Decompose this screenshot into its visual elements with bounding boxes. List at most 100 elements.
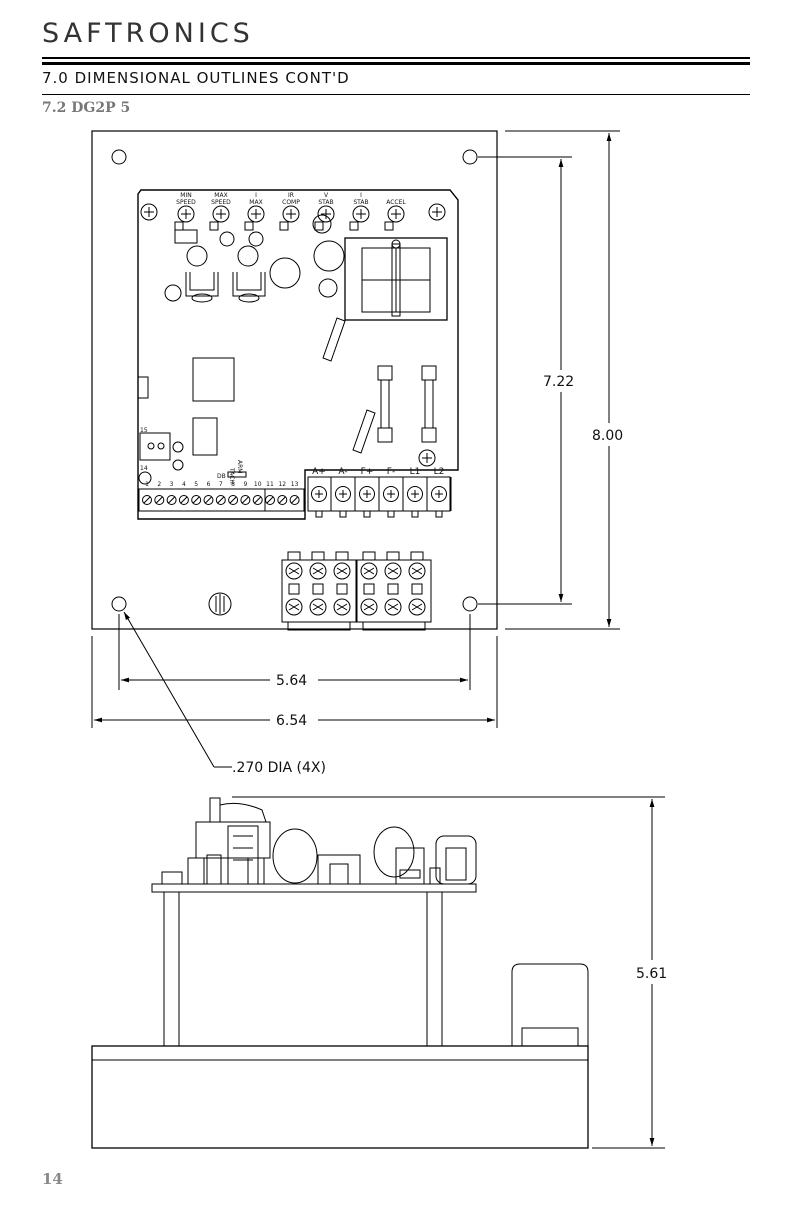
pcb-screw-left (141, 204, 157, 220)
side-relay-housing (512, 964, 588, 1046)
pot-label-bottom-6: ACCEL (386, 199, 406, 206)
side-comp-5 (318, 855, 360, 884)
fuse-right (422, 366, 436, 442)
component-circle-7 (165, 285, 181, 301)
small-terminal-label-5: 5 (194, 481, 198, 488)
pot-label-bottom-4: STAB (318, 199, 333, 206)
dimension-lines-side (232, 797, 665, 1148)
pot-label-top-5: I (360, 192, 362, 199)
pot-label-bottom-5: STAB (353, 199, 368, 206)
small-terminal-label-2: 2 (157, 481, 161, 488)
jumper-label-14: 14 (140, 465, 148, 472)
power-terminal-label-4: L1 (410, 467, 421, 477)
small-terminal-label-3: 3 (170, 481, 174, 488)
dimension-7-22: 7.22 (543, 374, 574, 390)
component-circle-4 (238, 246, 258, 266)
small-terminal-label-12: 12 (278, 481, 286, 488)
pot-label-bottom-2: MAX (249, 199, 262, 206)
regulator-clip-2-base (239, 294, 259, 302)
potentiometer-row (175, 206, 404, 230)
page-number: 14 (42, 1170, 63, 1188)
ic-square (193, 358, 234, 401)
hole-diameter-note: .270 DIA (4X) (232, 760, 326, 776)
side-pot (210, 798, 220, 822)
pot-label-bottom-3: COMP (282, 199, 300, 206)
component-rect-2 (193, 418, 217, 455)
bottom-terminal-blocks (282, 552, 431, 630)
pcb-screw-right (429, 204, 445, 220)
power-terminal-label-1: A- (338, 467, 347, 477)
regulator-clip-2 (233, 272, 265, 296)
mount-hole-top-right (463, 150, 477, 164)
dimension-5-64: 5.64 (276, 673, 307, 689)
small-terminal-label-9: 9 (243, 481, 247, 488)
standoff-left (164, 892, 179, 1046)
jumper-block (140, 433, 170, 460)
dimension-lines-top (92, 131, 620, 767)
side-pot-wire (220, 803, 266, 822)
side-fuse-clip (436, 836, 476, 884)
power-terminal-label-0: A+ (312, 467, 326, 477)
side-comp-1 (162, 872, 182, 884)
side-comp-4 (248, 858, 264, 884)
fuse-left (378, 366, 392, 442)
standoff-right (427, 892, 442, 1046)
small-terminal-screws (143, 496, 300, 505)
capacitor-round (270, 258, 300, 288)
diagonal-resistor-2 (353, 410, 375, 453)
side-heatsink (196, 822, 270, 858)
component-circle-2 (249, 232, 263, 246)
jumper-hole-1 (173, 442, 183, 452)
power-terminal-labels: A+ A- F+ F- L1 L2 (312, 467, 444, 477)
pot-label-bottom-1: SPEED (211, 199, 231, 206)
side-relay (228, 826, 258, 884)
diagonal-resistor-1 (323, 318, 345, 361)
small-terminal-label-13: 13 (291, 481, 299, 488)
component-circle-5 (319, 279, 337, 297)
pot-label-bottom-0: SPEED (176, 199, 196, 206)
pot-label-top-1: MAX (214, 192, 227, 199)
potentiometer-labels: MINSPEEDMAXSPEEDIMAXIRCOMPVSTABISTABACCE… (176, 192, 406, 206)
power-terminal-label-2: F+ (361, 467, 374, 477)
regulator-clip-1 (186, 272, 218, 296)
mount-hole-top-left (112, 150, 126, 164)
jumper-label-tach: TACH (228, 467, 235, 484)
pot-label-top-3: IR (288, 192, 294, 199)
mount-hole-bottom-left (112, 597, 126, 611)
power-terminal-label-3: F- (387, 467, 395, 477)
side-relay-base (522, 1028, 578, 1046)
small-terminal-label-4: 4 (182, 481, 186, 488)
mount-hole-bottom-right (463, 597, 477, 611)
side-comp-3 (207, 855, 221, 884)
component-block-1 (175, 230, 197, 243)
side-view (92, 798, 588, 1148)
pot-label-top-0: MIN (180, 192, 191, 199)
power-terminal-label-5: L2 (434, 467, 445, 477)
side-capacitor-1 (273, 829, 317, 883)
pot-label-top-2: I (255, 192, 257, 199)
jumper-hole-2 (173, 460, 183, 470)
base-enclosure (92, 1046, 588, 1148)
small-terminal-label-1: 1 (145, 481, 149, 488)
small-terminal-label-11: 11 (266, 481, 274, 488)
side-terminal-block (396, 848, 424, 884)
small-rect-component (138, 377, 148, 398)
small-terminal-label-10: 10 (254, 481, 262, 488)
jumper-label-db: DB (217, 473, 226, 480)
small-terminal-label-6: 6 (207, 481, 211, 488)
component-circle-3 (187, 246, 207, 266)
dimension-8-00: 8.00 (592, 428, 623, 444)
side-pcb (152, 884, 476, 892)
pot-label-top-4: V (324, 192, 329, 199)
jumper-label-15: 15 (140, 427, 148, 434)
ground-screw (209, 593, 231, 615)
component-circle-1 (220, 232, 234, 246)
regulator-clip-1-base (192, 294, 212, 302)
side-comp-2 (188, 858, 204, 884)
jumper-label-arm: ARM (236, 460, 243, 473)
small-terminal-label-7: 7 (219, 481, 223, 488)
dimension-5-61: 5.61 (636, 966, 667, 982)
capacitor-round-2 (314, 241, 344, 271)
